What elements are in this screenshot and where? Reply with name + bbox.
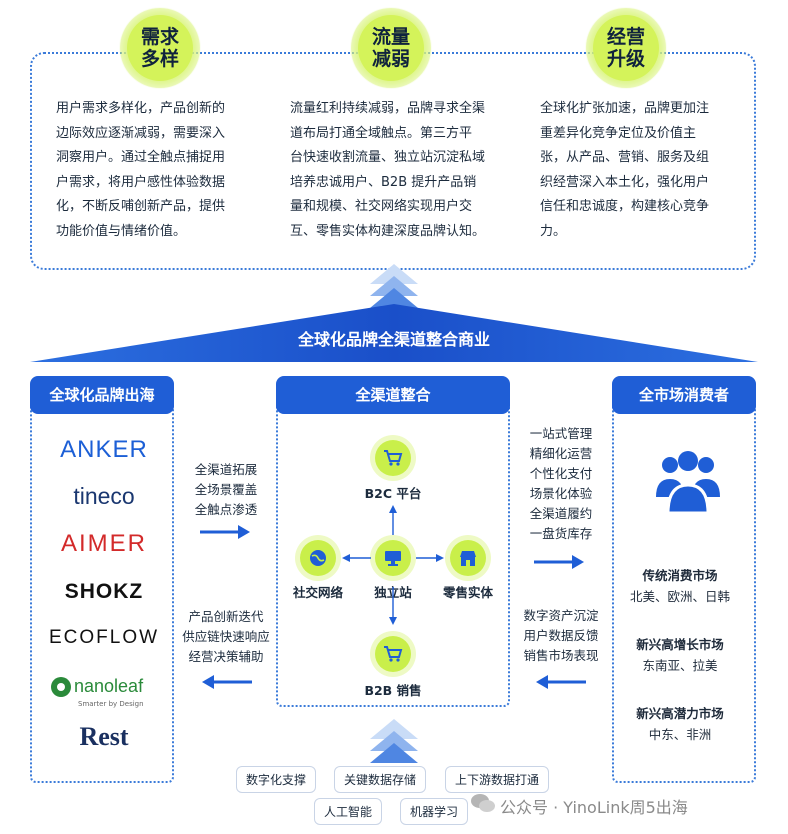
- text-line: 经营决策辅助: [188, 649, 264, 664]
- region-highgrowth-title: 新兴高增长市场: [636, 637, 724, 652]
- brand-tineco-logo: tineco: [73, 483, 135, 509]
- social-node: [300, 540, 336, 576]
- monitor-icon: [385, 551, 401, 566]
- nanoleaf-leaf-icon: [51, 677, 71, 697]
- circle-traffic-label: 流量减弱: [371, 26, 410, 70]
- text-line: 重差异化竞争定位及价值主: [540, 125, 697, 141]
- text-line: 用户数据反馈: [523, 628, 599, 643]
- text-line: 个性化支付: [529, 466, 593, 481]
- brand-nanoleaf-logo: nanoleaf: [50, 676, 160, 700]
- brand-shokz-logo: SHOKZ: [64, 580, 144, 603]
- text-line: 信任和忠诚度，构建核心竞争: [540, 199, 710, 214]
- circle-demand-label: 需求多样: [140, 26, 179, 70]
- text-line: 流量红利持续减弱，品牌寻求全渠: [290, 101, 486, 116]
- text-line: 产品创新迭代: [188, 609, 264, 624]
- brand-aimer-logo: AIMER: [60, 530, 147, 557]
- banner-title: 全球化品牌全渠道整合商业: [297, 330, 490, 349]
- text-line: 全触点渗透: [194, 502, 258, 517]
- region-traditional-title: 传统消费市场: [642, 568, 718, 583]
- retail-label: 零售实体: [442, 585, 493, 600]
- text-line: 供应链快速响应: [182, 629, 270, 644]
- text-line: 织经营深入本土化，强化用户: [540, 174, 710, 190]
- text-line: 培养忠诚用户、B2B 提升产品销: [290, 174, 477, 190]
- banner-roof: [30, 304, 758, 362]
- column-operation-text: 全球化扩张加速，品牌更加注 重差异化竞争定位及价值主 张，从产品、营销、服务及组…: [540, 97, 740, 244]
- circle-demand: 需求多样: [119, 7, 201, 89]
- text-line: 化，不断反哺创新产品，提供: [56, 199, 226, 214]
- arrow-left-icon: [536, 675, 586, 689]
- cart-icon: [384, 646, 403, 662]
- text-line: 边际效应逐渐减弱，需要深入: [56, 125, 226, 141]
- tag-ai: 人工智能: [314, 798, 383, 825]
- tag-digital: 数字化支撑: [236, 766, 317, 793]
- circle-operation-label: 经营升级: [606, 26, 645, 70]
- tag-data-storage: 关键数据存储: [334, 766, 427, 793]
- watermark-text: 公众号 · YinoLink周5出海: [500, 798, 688, 817]
- text-line: 洞察用户。通过全触点捕捉用: [56, 150, 226, 165]
- circle-traffic: 流量减弱: [350, 7, 432, 89]
- right-panel-title: 全市场消费者: [612, 376, 756, 414]
- text-line: 功能价值与情绪价值。: [56, 223, 187, 239]
- left-bottom-texts: 产品创新迭代 供应链快速响应 经营决策辅助: [176, 607, 276, 667]
- text-line: 全场景覆盖: [194, 482, 258, 497]
- text-line: 互、零售实体构建深度品牌认知。: [290, 223, 486, 239]
- text-line: 力。: [540, 223, 567, 239]
- b2b-label: B2B 销售: [364, 683, 422, 698]
- center-panel-title: 全渠道整合: [276, 376, 510, 414]
- globe-icon: [310, 550, 326, 566]
- arrow-right-icon: [200, 525, 250, 539]
- arrow-right-icon: [534, 555, 584, 569]
- text-line: 全球化扩张加速，品牌更加注: [540, 101, 710, 116]
- text-line: 销售市场表现: [523, 648, 599, 663]
- tag-ml: 机器学习: [400, 798, 469, 825]
- site-node: [375, 540, 411, 576]
- b2c-label: B2C 平台: [364, 486, 422, 501]
- text-line: 全渠道履约: [529, 506, 593, 521]
- text-line: 量和规模、社交网络实现用户交: [290, 199, 473, 214]
- region-potential-title: 新兴高潜力市场: [636, 706, 724, 721]
- b2b-node: [375, 636, 411, 672]
- nanoleaf-wordmark: nanoleaf: [74, 676, 144, 696]
- text-line: 用户需求多样化，产品创新的: [56, 101, 226, 116]
- tag-data-connect: 上下游数据打通: [445, 766, 550, 793]
- text-line: 精细化运营: [529, 446, 593, 461]
- chevron-up-icon: [370, 264, 418, 308]
- retail-node: [450, 540, 486, 576]
- chevron-up-icon: [370, 719, 418, 763]
- nanoleaf-tagline: Smarter by Design: [78, 700, 144, 708]
- cart-icon: [384, 450, 403, 466]
- text-line: 场景化体验: [529, 486, 593, 501]
- b2c-node: [375, 440, 411, 476]
- column-traffic-text: 流量红利持续减弱，品牌寻求全渠 道布局打通全域触点。第三方平 台快速收割流量、独…: [290, 97, 512, 244]
- text-line: 户需求，将用户感性体验数据: [56, 174, 226, 190]
- users-group-icon: [656, 451, 720, 515]
- region-highgrowth-sub: 东南亚、拉美: [642, 658, 718, 673]
- column-demand-text: 用户需求多样化，产品创新的 边际效应逐渐减弱，需要深入 洞察用户。通过全触点捕捉…: [56, 97, 256, 244]
- center-arrows: [342, 505, 444, 625]
- social-label: 社交网络: [292, 585, 343, 600]
- left-panel-title: 全球化品牌出海: [30, 376, 174, 414]
- circle-operation: 经营升级: [585, 7, 667, 89]
- left-top-texts: 全渠道拓展 全场景覆盖 全触点渗透: [180, 460, 272, 520]
- brand-anker-logo: ANKER: [60, 436, 148, 463]
- arrow-left-icon: [202, 675, 252, 689]
- region-potential-sub: 中东、非洲: [648, 727, 712, 742]
- text-line: 张，从产品、营销、服务及组: [540, 150, 710, 165]
- right-bottom-texts: 数字资产沉淀 用户数据反馈 销售市场表现: [512, 606, 610, 666]
- text-line: 全渠道拓展: [194, 462, 258, 477]
- text-line: 一站式管理: [529, 426, 593, 441]
- wechat-icon: [471, 794, 495, 812]
- brand-ecoflow-logo: ECOFLOW: [48, 627, 160, 648]
- right-top-texts: 一站式管理 精细化运营 个性化支付 场景化体验 全渠道履约 一盘货库存: [514, 424, 608, 544]
- text-line: 一盘货库存: [529, 526, 593, 541]
- store-icon: [460, 551, 476, 566]
- region-traditional-sub: 北美、欧洲、日韩: [629, 589, 730, 604]
- brand-rest-logo: Rest: [79, 722, 129, 751]
- text-line: 道布局打通全域触点。第三方平: [290, 125, 473, 141]
- text-line: 数字资产沉淀: [523, 608, 599, 623]
- text-line: 台快速收割流量、独立站沉淀私域: [290, 150, 486, 165]
